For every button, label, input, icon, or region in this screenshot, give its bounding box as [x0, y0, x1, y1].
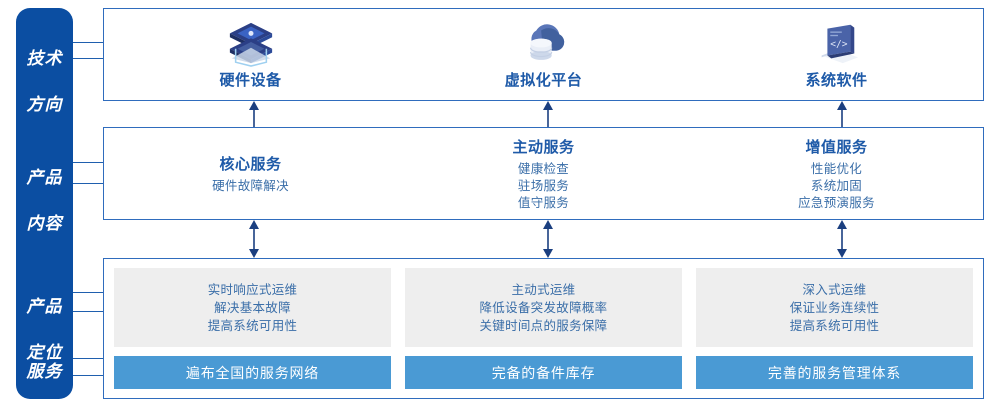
- tech-column-system-software[interactable]: </> 系统软件: [690, 9, 983, 100]
- position-panel: 主动式运维 降低设备突发故障概率 关键时间点的服务保障: [405, 268, 682, 347]
- content-column-value-added-service[interactable]: 增值服务 性能优化 系统加固 应急预演服务: [690, 128, 983, 219]
- content-title: 主动服务: [512, 138, 575, 156]
- content-item: 值守服务: [517, 195, 570, 210]
- server-stack-icon: [229, 22, 272, 67]
- position-line: 提高系统可用性: [207, 318, 298, 333]
- content-column-active-service[interactable]: 主动服务 健康检查 驻场服务 值守服务: [397, 128, 690, 219]
- section-position-advantage: 实时响应式运维 解决基本故障 提高系统可用性 遍布全国的服务网络 主动式运维 降…: [103, 258, 984, 399]
- position-panel: 深入式运维 保证业务连续性 提高系统可用性: [696, 268, 973, 347]
- content-item: 硬件故障解决: [212, 178, 289, 193]
- position-line: 降低设备突发故障概率: [479, 300, 608, 315]
- tech-label: 硬件设备: [219, 72, 282, 89]
- position-line: 深入式运维: [802, 282, 867, 297]
- section-product-content: 核心服务 硬件故障解决 主动服务 健康检查 驻场服务 值守服务 增值服务 性能优…: [103, 127, 984, 220]
- rail-label-line: 定位: [26, 343, 63, 362]
- position-panel: 实时响应式运维 解决基本故障 提高系统可用性: [114, 268, 391, 347]
- bottom-column-indepth[interactable]: 深入式运维 保证业务连续性 提高系统可用性 完善的服务管理体系: [696, 268, 973, 389]
- position-line: 关键时间点的服务保障: [479, 318, 608, 333]
- rail-label-line: 方向: [26, 95, 63, 114]
- content-item: 应急预演服务: [798, 195, 875, 210]
- laptop-code-icon: </>: [821, 24, 858, 64]
- advantage-bar[interactable]: 完善的服务管理体系: [696, 356, 973, 389]
- rail-label-line: 内容: [26, 214, 63, 233]
- rail-label-line: 产品: [26, 297, 63, 316]
- tech-label: 虚拟化平台: [504, 72, 583, 89]
- connector-line: [73, 58, 104, 59]
- arrow-double-core: [249, 220, 259, 258]
- rail-label-product-content: 产品 内容: [16, 143, 73, 258]
- advantage-bar[interactable]: 完备的备件库存: [405, 356, 682, 389]
- left-rail: [16, 8, 73, 399]
- position-line: 解决基本故障: [214, 300, 291, 315]
- rail-label-line: 服务: [26, 362, 63, 381]
- advantage-bar[interactable]: 遍布全国的服务网络: [114, 356, 391, 389]
- content-item: 驻场服务: [517, 178, 570, 193]
- content-item: 系统加固: [810, 178, 863, 193]
- bottom-column-proactive[interactable]: 主动式运维 降低设备突发故障概率 关键时间点的服务保障 完备的备件库存: [405, 268, 682, 389]
- arrow-up-system-software: [837, 101, 847, 127]
- connector-line: [73, 358, 104, 359]
- content-title: 增值服务: [805, 138, 868, 156]
- tech-column-hardware[interactable]: 硬件设备: [104, 9, 397, 100]
- tech-column-virtualization[interactable]: 虚拟化平台: [397, 9, 690, 100]
- content-item: 性能优化: [810, 161, 863, 176]
- position-line: 实时响应式运维: [207, 282, 298, 297]
- connector-line: [73, 42, 104, 43]
- content-title: 核心服务: [219, 155, 282, 173]
- arrow-double-active: [543, 220, 553, 258]
- arrow-double-value-added: [837, 220, 847, 258]
- cloud-database-icon: [529, 24, 564, 60]
- arrow-up-hardware: [249, 101, 259, 127]
- rail-label-line: 产品: [26, 168, 63, 187]
- rail-label-service-advantage: 服务 优势: [16, 337, 73, 407]
- svg-text:</>: </>: [830, 39, 848, 50]
- connector-line: [73, 162, 104, 163]
- connector-line: [73, 183, 104, 184]
- connector-line: [73, 292, 104, 293]
- position-line: 保证业务连续性: [789, 300, 880, 315]
- bottom-column-realtime[interactable]: 实时响应式运维 解决基本故障 提高系统可用性 遍布全国的服务网络: [114, 268, 391, 389]
- arrow-up-virtualization: [543, 101, 553, 127]
- position-line: 提高系统可用性: [789, 318, 880, 333]
- connector-line: [73, 375, 104, 376]
- rail-label-product-position: 产品 定位: [16, 272, 73, 387]
- content-item: 健康检查: [517, 161, 570, 176]
- tech-label: 系统软件: [805, 72, 868, 89]
- rail-label-line: 技术: [26, 49, 63, 68]
- rail-label-tech-direction: 技术 方向: [16, 24, 73, 139]
- section-tech-direction: 硬件设备 虚拟化平台: [103, 8, 984, 101]
- connector-line: [73, 311, 104, 312]
- content-column-core-service[interactable]: 核心服务 硬件故障解决: [104, 128, 397, 219]
- position-line: 主动式运维: [511, 282, 576, 297]
